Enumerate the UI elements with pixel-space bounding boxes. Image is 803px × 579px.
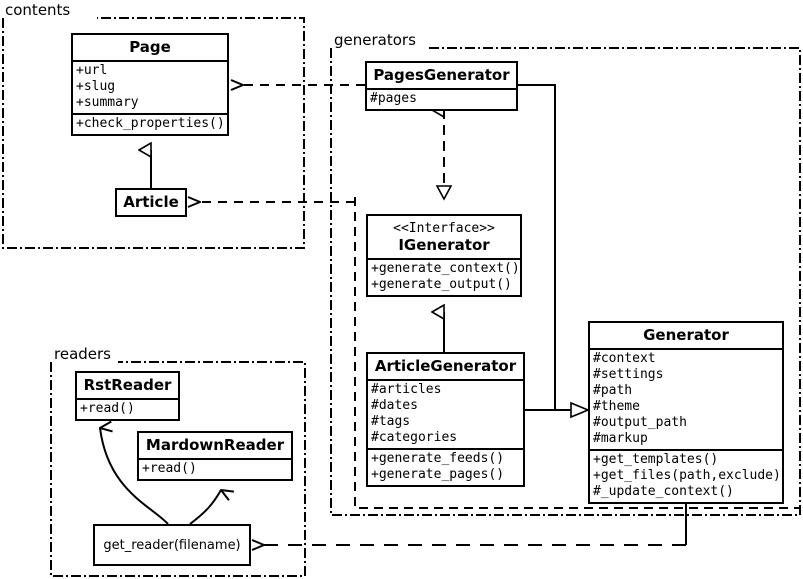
operation-item: +get_templates() xyxy=(593,452,719,467)
relation-pagesgenerator-to-igenerator xyxy=(437,110,453,201)
attribute-item: #categories xyxy=(371,430,458,445)
operation-item: +check_properties() xyxy=(76,116,225,131)
attribute-item: +slug xyxy=(76,79,116,94)
class-box-articlegenerator[interactable]: ArticleGenerator #articles #dates #tags … xyxy=(366,352,525,487)
class-box-mardownreader[interactable]: MardownReader +read() xyxy=(137,431,293,481)
relation-getreader-to-rstreader xyxy=(100,428,169,525)
attribute-item: #output_path xyxy=(593,415,687,430)
operation-item: +read() xyxy=(80,401,135,416)
operation-item: +generate_pages() xyxy=(371,467,505,482)
class-box-rstreader[interactable]: RstReader +read() xyxy=(75,371,180,421)
attribute-item: #pages xyxy=(370,91,417,106)
class-box-igenerator[interactable]: <<Interface>> IGenerator +generate_conte… xyxy=(366,214,522,297)
attribute-item: #theme xyxy=(593,399,640,414)
class-operations-rstreader: +read() xyxy=(77,398,178,419)
attribute-item: #markup xyxy=(593,431,648,446)
class-operations-generator: +get_templates() +get_files(path,exclude… xyxy=(590,449,782,502)
operation-item: +read() xyxy=(142,461,197,476)
class-title-generator: Generator xyxy=(643,326,729,344)
function-box-get-reader[interactable]: get_reader(filename) xyxy=(93,524,251,566)
operation-item: #_update_context() xyxy=(593,484,734,499)
package-label-generators: generators xyxy=(333,31,417,49)
class-operations-mardownreader: +read() xyxy=(139,458,291,479)
package-label-contents: contents xyxy=(4,1,72,19)
operation-item: +generate_output() xyxy=(371,277,512,292)
class-box-page[interactable]: Page +url +slug +summary +check_properti… xyxy=(71,33,229,136)
class-header-igenerator: <<Interface>> IGenerator xyxy=(368,216,520,258)
operation-item: +get_files(path,exclude) xyxy=(593,468,781,483)
attribute-item: #settings xyxy=(593,367,664,382)
package-border-readers xyxy=(50,361,306,577)
relation-getreader-to-mardownreader xyxy=(189,490,221,525)
attribute-item: +summary xyxy=(76,95,139,110)
attribute-item: #tags xyxy=(371,414,411,429)
generators-inner-frame xyxy=(354,197,800,509)
class-title-page: Page xyxy=(129,38,171,56)
operation-item: +generate_context() xyxy=(371,261,520,276)
attribute-item: #dates xyxy=(371,398,418,413)
function-label-get-reader: get_reader(filename) xyxy=(103,537,241,553)
class-title-pagesgenerator: PagesGenerator xyxy=(373,66,510,84)
class-operations-igenerator: +generate_context() +generate_output() xyxy=(368,258,520,295)
class-attributes-pagesgenerator: #pages xyxy=(367,88,516,109)
class-stereotype-igenerator: <<Interface>> xyxy=(393,221,495,236)
attribute-item: #path xyxy=(593,383,633,398)
class-box-article[interactable]: Article xyxy=(115,188,187,217)
attribute-item: +url xyxy=(76,63,108,78)
package-border-contents xyxy=(2,17,305,249)
attribute-item: #context xyxy=(593,351,656,366)
package-label-readers: readers xyxy=(53,345,112,363)
class-attributes-articlegenerator: #articles #dates #tags #categories xyxy=(368,379,523,448)
class-box-generator[interactable]: Generator #context #settings #path #them… xyxy=(588,321,784,504)
class-title-article: Article xyxy=(123,193,179,211)
class-operations-page: +check_properties() xyxy=(73,113,227,134)
class-title-rstreader: RstReader xyxy=(83,376,172,394)
class-operations-articlegenerator: +generate_feeds() +generate_pages() xyxy=(368,448,523,485)
class-title-igenerator: IGenerator xyxy=(398,236,490,254)
package-border-generators xyxy=(330,47,801,516)
relation-pagesgenerator-to-generator xyxy=(518,84,591,419)
class-attributes-generator: #context #settings #path #theme #output_… xyxy=(590,348,782,449)
class-title-mardownreader: MardownReader xyxy=(145,436,285,454)
class-box-pagesgenerator[interactable]: PagesGenerator #pages xyxy=(365,61,518,111)
operation-item: +generate_feeds() xyxy=(371,451,505,466)
attribute-item: #articles xyxy=(371,382,442,397)
relation-generator-to-getreader xyxy=(264,503,687,545)
class-attributes-page: +url +slug +summary xyxy=(73,60,227,113)
class-title-articlegenerator: ArticleGenerator xyxy=(374,357,517,375)
